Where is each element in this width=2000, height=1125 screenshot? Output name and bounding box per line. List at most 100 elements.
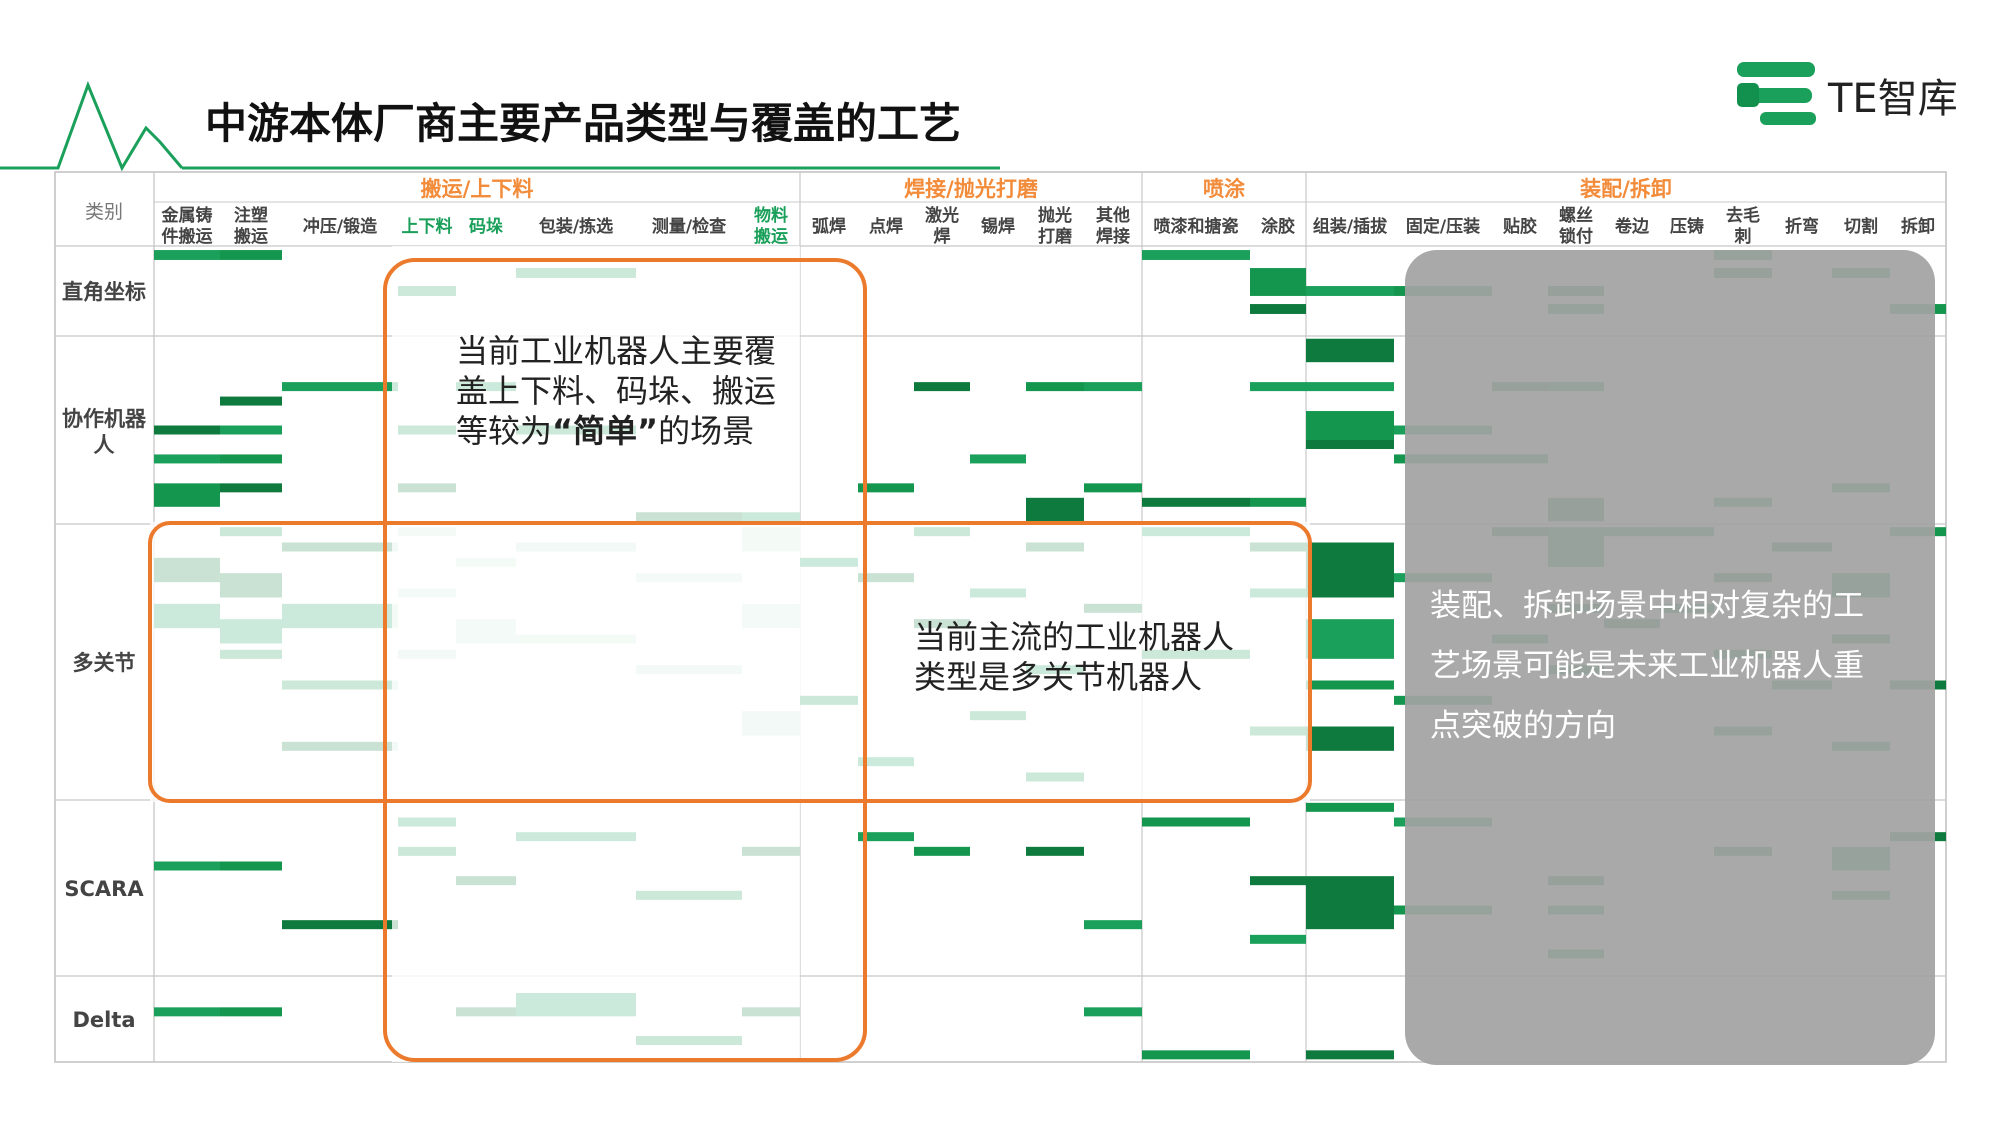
column-header-label: 码垛 bbox=[469, 217, 503, 237]
heat-cell bbox=[1250, 268, 1306, 296]
column-header-label: 焊接 bbox=[1096, 226, 1130, 247]
multi-joint-highlight bbox=[148, 521, 1312, 803]
heat-cell bbox=[1306, 680, 1394, 690]
column-header-12: 抛光打磨 bbox=[1038, 205, 1073, 247]
column-header-16: 组装/插拔 bbox=[1313, 216, 1388, 237]
heat-cell bbox=[220, 483, 282, 493]
column-header-label: 卷边 bbox=[1614, 216, 1650, 237]
heat-cell bbox=[154, 1007, 220, 1017]
heat-cell bbox=[1250, 304, 1306, 314]
column-header-label: 打磨 bbox=[1038, 226, 1073, 247]
heat-cell bbox=[858, 483, 914, 493]
annotation-simple-line-3: 等较为“简单”的场景 bbox=[456, 412, 754, 450]
column-header-label: 冲压/锻造 bbox=[303, 216, 378, 237]
row-label-text: Delta bbox=[72, 1008, 135, 1032]
column-header-label: 包装/拣选 bbox=[539, 216, 613, 237]
column-header-label: 其他 bbox=[1096, 205, 1130, 226]
heat-cell bbox=[1142, 817, 1250, 827]
column-header-5: 包装/拣选 bbox=[539, 216, 613, 237]
heat-cell bbox=[154, 250, 220, 260]
column-header-2: 冲压/锻造 bbox=[303, 216, 378, 237]
heat-cell bbox=[1142, 250, 1250, 260]
annotation-multi-line-1: 当前主流的工业机器人 bbox=[914, 618, 1234, 656]
heat-cell bbox=[220, 396, 282, 406]
column-header-label: 上下料 bbox=[402, 216, 453, 237]
multi-row-veil bbox=[150, 522, 1310, 802]
row-label-text: SCARA bbox=[64, 877, 144, 901]
heat-cell bbox=[970, 454, 1026, 464]
annotation-complex-line-2: 艺场景可能是未来工业机器人重 bbox=[1430, 648, 1864, 684]
column-header-label: 注塑 bbox=[234, 205, 268, 226]
heat-cell bbox=[1084, 483, 1142, 493]
column-header-label: 压铸 bbox=[1670, 216, 1704, 237]
column-header-8: 弧焊 bbox=[812, 216, 846, 237]
heat-cell bbox=[1250, 497, 1306, 507]
corner-label: 类别 bbox=[85, 201, 123, 223]
group-header-1: 焊接/抛光打磨 bbox=[904, 177, 1038, 201]
heat-cell bbox=[1306, 382, 1394, 392]
column-header-label: 切割 bbox=[1844, 216, 1878, 237]
column-header-25: 拆卸 bbox=[1901, 216, 1935, 237]
logo-icon bbox=[1737, 62, 1816, 125]
heat-cell bbox=[220, 1007, 282, 1017]
column-header-label: 物料 bbox=[754, 205, 788, 226]
group-header-2: 喷涂 bbox=[1203, 177, 1246, 201]
column-header-21: 压铸 bbox=[1670, 216, 1704, 237]
column-header-label: 刺 bbox=[1735, 226, 1752, 247]
column-header-11: 锡焊 bbox=[981, 216, 1015, 237]
row-label-text: 直角坐标 bbox=[62, 280, 146, 304]
heat-cell bbox=[154, 483, 220, 507]
column-header-label: 固定/压装 bbox=[1406, 216, 1480, 237]
column-header-17: 固定/压装 bbox=[1406, 216, 1480, 237]
heat-cell bbox=[1084, 1007, 1142, 1017]
simple-process-highlight bbox=[383, 258, 867, 1062]
heat-cell bbox=[1306, 726, 1394, 751]
heat-cell bbox=[1306, 542, 1394, 598]
column-header-23: 折弯 bbox=[1785, 216, 1819, 237]
pulse-line-icon bbox=[0, 80, 184, 172]
column-header-22: 去毛刺 bbox=[1726, 205, 1760, 247]
annotation-simple-line-1: 当前工业机器人主要覆 bbox=[456, 332, 776, 370]
column-header-label: 涂胶 bbox=[1261, 216, 1295, 237]
heat-cell bbox=[1026, 846, 1084, 856]
column-header-15: 涂胶 bbox=[1261, 216, 1295, 237]
column-header-label: 锁付 bbox=[1559, 226, 1593, 247]
column-header-label: 抛光 bbox=[1038, 205, 1072, 226]
group-header-3: 装配/拆卸 bbox=[1580, 177, 1672, 201]
heat-cell bbox=[1306, 802, 1394, 812]
heat-cell bbox=[1306, 876, 1394, 930]
heat-cell bbox=[1142, 497, 1250, 507]
heat-cell bbox=[1250, 934, 1306, 944]
heat-cell bbox=[914, 846, 970, 856]
row-label-text: 多关节 bbox=[73, 651, 136, 675]
heat-cell bbox=[282, 382, 398, 392]
heat-cell bbox=[154, 454, 220, 464]
annotation-multi-line-2: 类型是多关节机器人 bbox=[914, 658, 1202, 696]
heat-cell bbox=[220, 861, 282, 871]
column-header-24: 切割 bbox=[1844, 216, 1878, 237]
row-label-4: Delta bbox=[72, 1008, 135, 1032]
heat-cell bbox=[914, 382, 970, 392]
heat-cell bbox=[1250, 876, 1306, 886]
column-header-4: 码垛 bbox=[469, 217, 503, 237]
heat-cell bbox=[282, 920, 398, 930]
heat-cell bbox=[1306, 286, 1394, 296]
row-label-2: 多关节 bbox=[73, 651, 136, 675]
column-header-label: 金属铸 bbox=[161, 205, 213, 226]
annotation-simple-line-2: 盖上下料、码垛、搬运 bbox=[456, 372, 776, 410]
annotation-complex-line-3: 点突破的方向 bbox=[1430, 708, 1616, 744]
column-header-label: 去毛 bbox=[1726, 205, 1760, 226]
heat-cell bbox=[1026, 497, 1084, 522]
column-header-9: 点焊 bbox=[869, 216, 903, 237]
heat-cell bbox=[1306, 338, 1394, 363]
heat-cell bbox=[1306, 1050, 1394, 1060]
column-header-18: 贴胶 bbox=[1503, 216, 1537, 237]
column-header-label: 点焊 bbox=[869, 216, 903, 237]
column-header-20: 卷边 bbox=[1614, 216, 1650, 237]
